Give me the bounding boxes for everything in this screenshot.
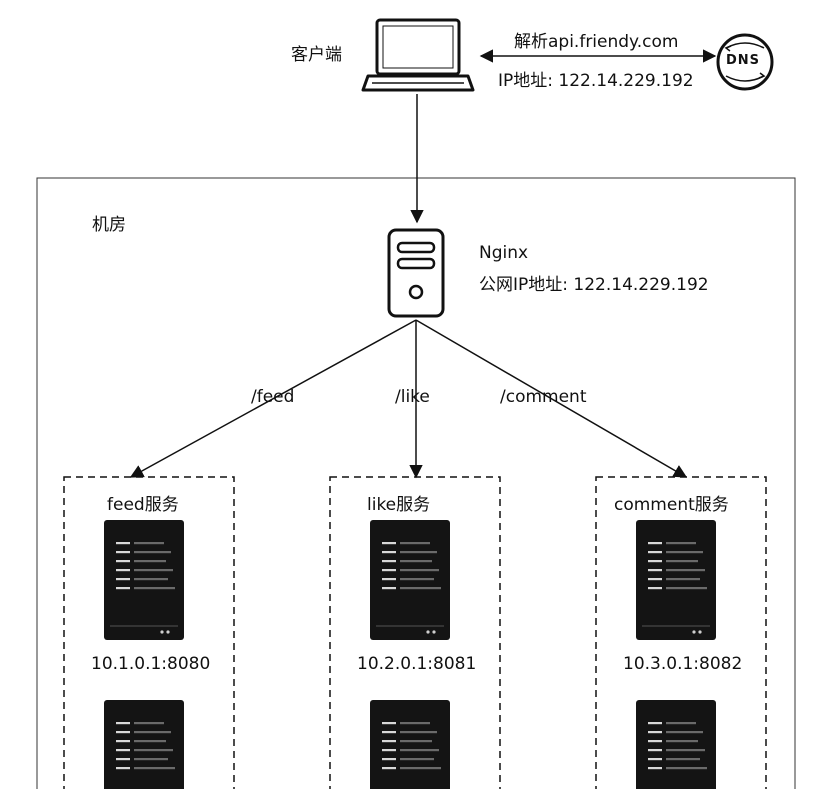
service-address-feed: 10.1.0.1:8080 [91,654,211,674]
service-address-like: 10.2.0.1:8081 [357,654,477,674]
rack-server-icon [370,520,450,640]
rack-server-icon [104,520,184,640]
service-title-like: like服务 [367,495,431,515]
service-box-feed [63,476,235,789]
route-arrow-feed [129,319,417,478]
route-arrow-comment [415,319,688,478]
service-box-comment [595,476,767,789]
nginx-server-icon [387,228,445,318]
dns-ip-label: IP地址: 122.14.229.192 [498,71,694,91]
laptop-icon [361,18,475,92]
datacenter-boundary [36,177,796,789]
rack-server-icon [104,700,184,789]
nginx-ip-label: 公网IP地址: 122.14.229.192 [479,275,709,295]
service-title-feed: feed服务 [107,495,179,515]
route-label-feed: /feed [251,387,295,407]
datacenter-label: 机房 [92,215,126,235]
route-label-comment: /comment [500,387,587,407]
rack-server-icon [636,520,716,640]
service-address-comment: 10.3.0.1:8082 [623,654,743,674]
service-title-comment: comment服务 [614,495,729,515]
client-label: 客户端 [291,45,342,65]
service-box-like [329,476,501,789]
dns-resolve-label: 解析api.friendy.com [514,32,679,52]
nginx-name: Nginx [479,243,529,263]
rack-server-icon [636,700,716,789]
server-instances [104,520,716,789]
dns-globe-icon [716,33,774,91]
dns-badge-text: DNS [726,53,761,68]
rack-server-icon [370,700,450,789]
route-label-like: /like [395,387,430,407]
